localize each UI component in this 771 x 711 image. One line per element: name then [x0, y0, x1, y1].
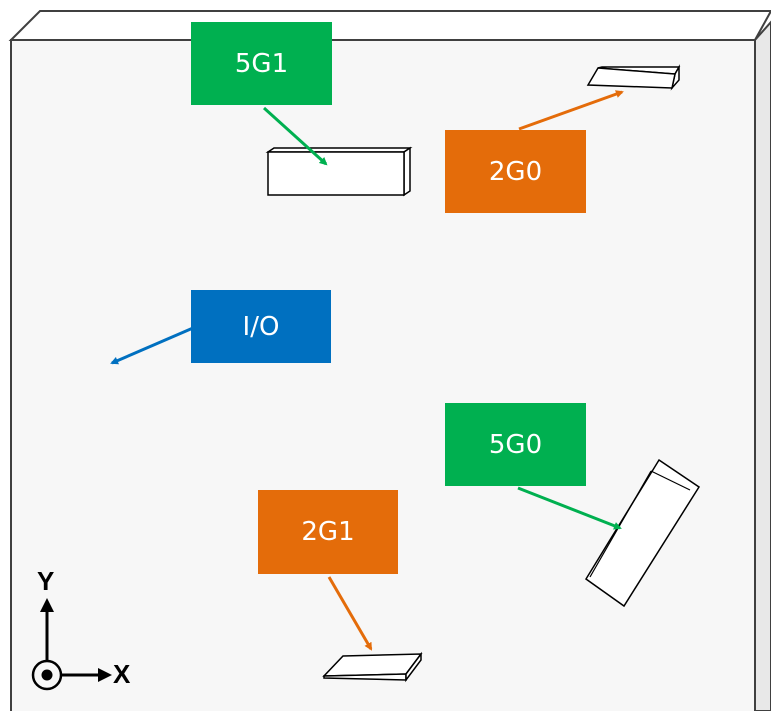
label-2g0: 2G0	[488, 156, 543, 187]
panel-top-face	[8, 10, 771, 41]
slot-2g1	[322, 651, 423, 683]
arrow-2g0	[518, 90, 624, 131]
arrow-5g1	[262, 106, 328, 166]
slot-2g0	[586, 64, 681, 91]
label-box-io	[191, 290, 331, 363]
arrow-2g1	[327, 576, 373, 651]
label-2g1: 2G1	[301, 517, 355, 547]
slot-5g1	[265, 146, 413, 197]
arrow-io	[110, 326, 194, 365]
label-io: I/O	[242, 311, 280, 342]
panel	[8, 10, 771, 711]
panel-side-face	[754, 20, 771, 711]
z-axis-dot	[41, 669, 53, 681]
label-5g1: 5G1	[234, 48, 289, 79]
label-box-2g0	[445, 130, 586, 213]
y-axis-label: Y	[37, 566, 55, 596]
arrow-5g0	[517, 486, 622, 530]
label-box-5g0	[445, 403, 586, 486]
panel-front-face	[10, 39, 756, 711]
label-box-5g1	[191, 22, 332, 105]
z-axis-circle	[31, 659, 63, 691]
label-box-2g1	[258, 490, 398, 574]
x-axis-label: X	[113, 659, 131, 689]
axis-indicator	[31, 598, 112, 691]
label-5g0: 5G0	[488, 429, 543, 460]
